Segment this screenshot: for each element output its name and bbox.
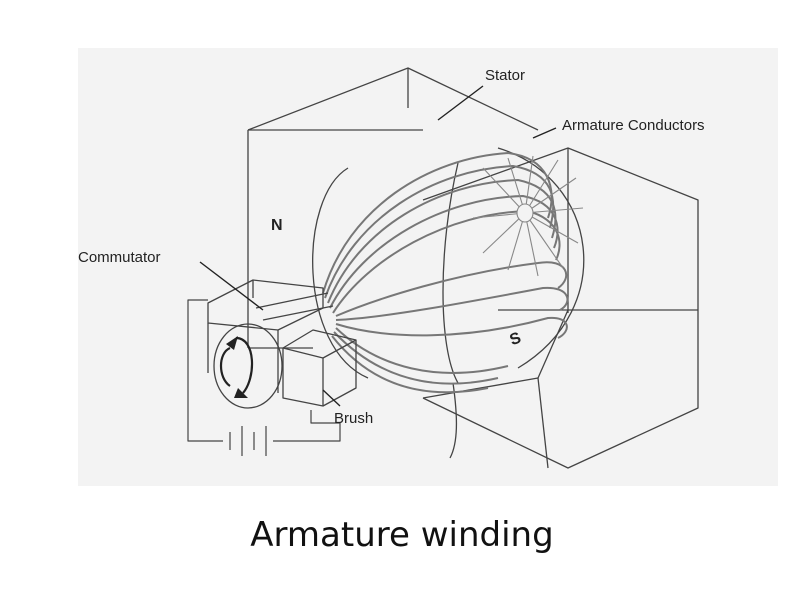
south-stator-block bbox=[422, 147, 699, 469]
brush-block bbox=[282, 329, 357, 407]
label-leader-lines bbox=[199, 85, 557, 407]
rotation-arrowhead-icon bbox=[226, 336, 238, 350]
south-pole-label: S bbox=[508, 329, 524, 349]
north-pole-label: N bbox=[271, 217, 283, 234]
figure-caption: Armature winding bbox=[250, 515, 554, 555]
stator-label: Stator bbox=[485, 67, 525, 84]
armature-conductors bbox=[322, 152, 569, 394]
rotation-arrow-icon bbox=[219, 336, 254, 394]
battery-circuit bbox=[187, 299, 341, 456]
brush-label: Brush bbox=[334, 410, 373, 427]
diagram-panel: Stator Armature Conductors N S Commutato… bbox=[78, 48, 778, 486]
dc-motor-diagram: Stator Armature Conductors N S Commutato… bbox=[78, 67, 705, 469]
armature-cylinder bbox=[312, 147, 585, 459]
rotor-end-spokes bbox=[472, 155, 584, 277]
commutator-cylinder bbox=[207, 279, 334, 409]
commutator-label: Commutator bbox=[78, 249, 161, 266]
armature-conductors-label: Armature Conductors bbox=[562, 117, 705, 134]
north-stator-block bbox=[247, 67, 539, 349]
rotation-arrowhead-bottom-icon bbox=[234, 388, 248, 398]
